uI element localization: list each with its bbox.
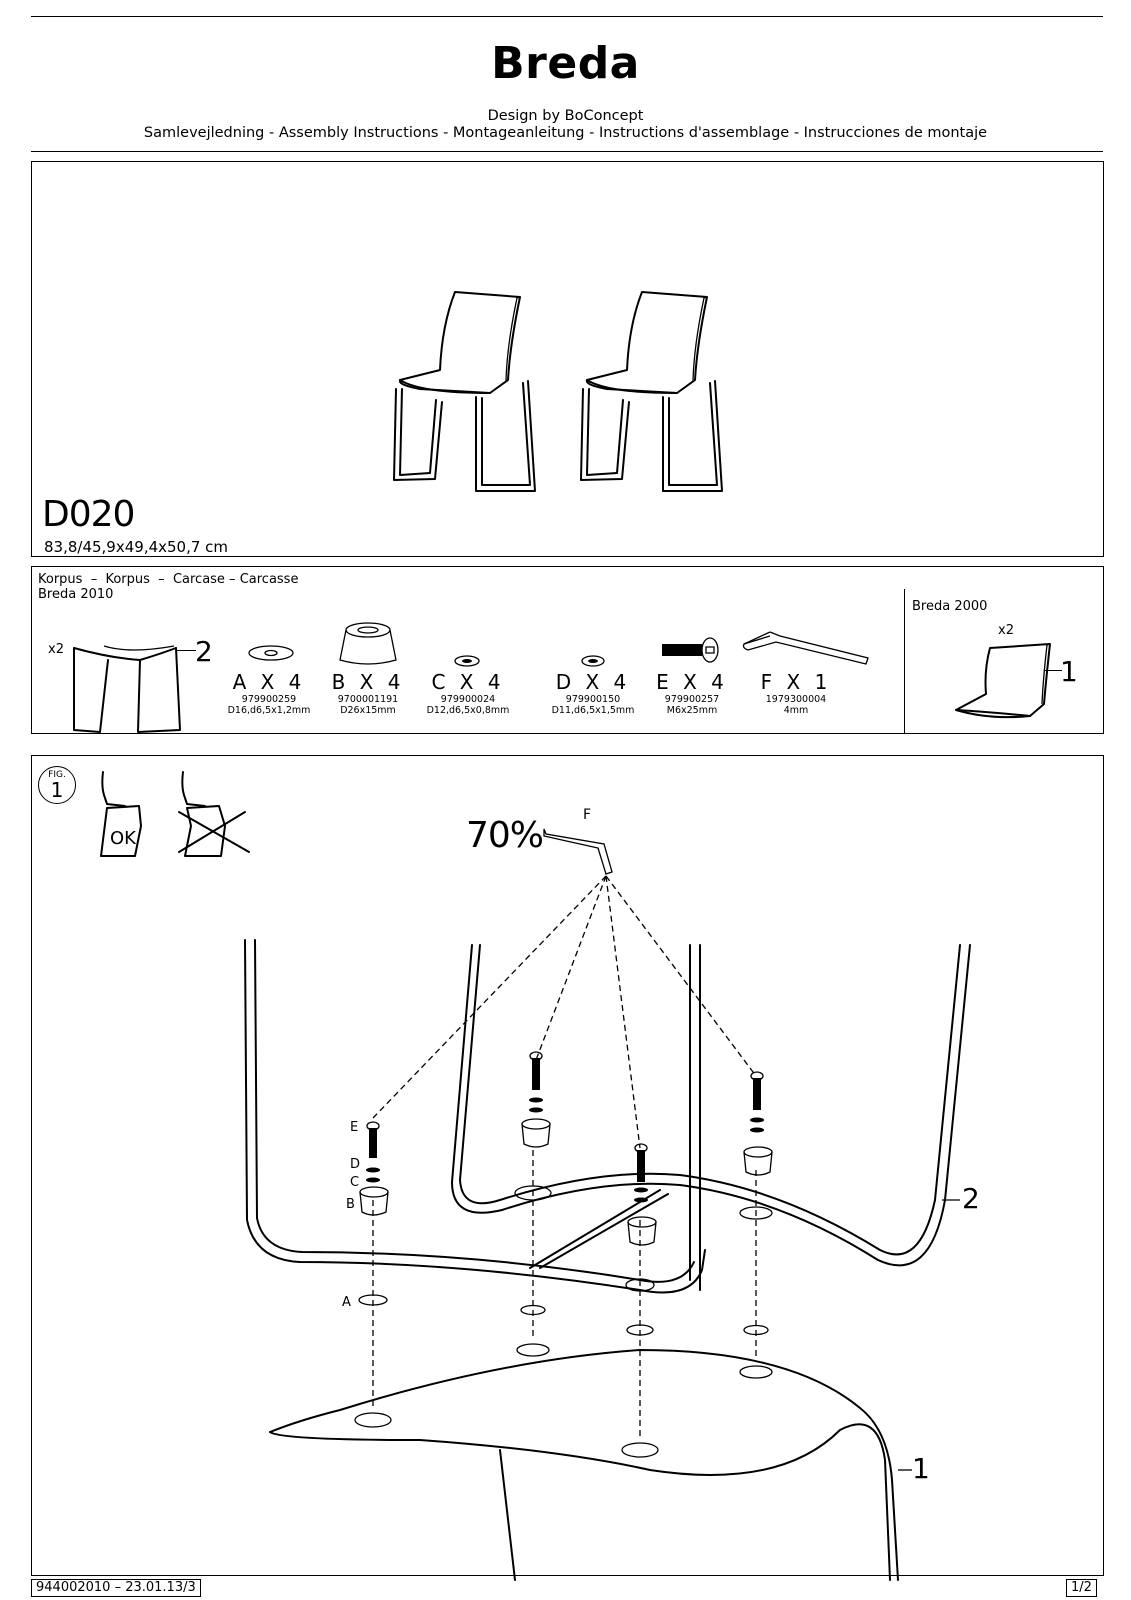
carcase-name: Breda 2010: [38, 587, 114, 602]
part-a-spec: D16,d6,5x1,2mm: [227, 705, 311, 716]
parts-divider: [904, 589, 905, 734]
washer-d-icon: [581, 655, 605, 667]
part-c-label: C X 4: [431, 670, 505, 694]
figure-panel: [31, 755, 1104, 1576]
washer-c-icon: [454, 655, 480, 667]
part-f-label: F X 1: [760, 670, 832, 694]
top-rule: [31, 16, 1103, 17]
product-dimensions: 83,8/45,9x49,4x50,7 cm: [44, 538, 229, 556]
washer-a-icon: [248, 645, 294, 661]
label-e: E: [350, 1120, 359, 1135]
parts-panel: [31, 566, 1104, 734]
model-code: D020: [42, 494, 135, 535]
part-f-code: 1979300004: [765, 694, 827, 705]
carcase-callout: 2: [195, 635, 213, 668]
chair-pair-illustration: [393, 291, 723, 492]
chair-illustration-left: [393, 291, 536, 492]
correct-orientation-icon: [100, 771, 142, 857]
part-a-label: A X 4: [232, 670, 306, 694]
shell-quantity: x2: [998, 623, 1014, 638]
label-a: A: [342, 1295, 351, 1310]
page-number: 1/2: [1066, 1579, 1097, 1597]
part-c-spec: D12,d6,5x0,8mm: [426, 705, 510, 716]
part-d-label: D X 4: [555, 670, 631, 694]
ok-label: OK: [110, 828, 136, 849]
product-panel: [31, 161, 1104, 557]
part-d-code: 979900150: [565, 694, 621, 705]
part-b-label: B X 4: [331, 670, 405, 694]
designer-line: Design by BoConcept: [487, 108, 644, 124]
figure-number-badge: FIG. 1: [38, 766, 76, 804]
frame-callout: 2: [962, 1182, 980, 1215]
torque-setting: 70%: [466, 815, 544, 856]
allen-key-f-icon: [742, 631, 869, 665]
part-a-code: 979900259: [241, 694, 297, 705]
carcase-frame-icon: [73, 645, 181, 733]
glide-b-icon: [339, 622, 397, 665]
document-reference: 944002010 – 23.01.13/3: [31, 1579, 201, 1597]
shell-name: Breda 2000: [912, 599, 988, 614]
carcase-callout-line: [176, 650, 196, 651]
page-title: Breda: [491, 38, 640, 89]
part-b-code: 9700001191: [337, 694, 399, 705]
shell-callout: 1: [1060, 655, 1078, 688]
shell-part-callout: 1: [912, 1452, 930, 1485]
part-c-code: 979900024: [440, 694, 496, 705]
languages-line: Samlevejledning - Assembly Instructions …: [143, 125, 988, 141]
incorrect-orientation-icon: [178, 771, 250, 857]
part-f-spec: 4mm: [783, 705, 809, 716]
figure-number: 1: [50, 778, 64, 802]
part-e-spec: M6x25mm: [666, 705, 718, 716]
header-rule: [31, 151, 1103, 152]
bolt-e-icon: [662, 637, 719, 663]
part-b-spec: D26x15mm: [340, 705, 396, 716]
carcase-quantity: x2: [48, 642, 64, 657]
tool-label: F: [583, 807, 592, 823]
part-e-code: 979900257: [664, 694, 720, 705]
shell-callout-line: [1044, 670, 1062, 671]
label-d: D: [350, 1157, 361, 1172]
part-e-label: E X 4: [656, 670, 728, 694]
label-c: C: [350, 1175, 360, 1190]
part-d-spec: D11,d6,5x1,5mm: [551, 705, 635, 716]
chair-illustration-right: [580, 291, 723, 492]
figure-label: FIG.: [48, 770, 66, 780]
shell-icon: [955, 643, 1051, 719]
label-b: B: [346, 1197, 355, 1212]
carcase-heading: Korpus – Korpus – Carcase – Carcasse: [38, 572, 299, 587]
